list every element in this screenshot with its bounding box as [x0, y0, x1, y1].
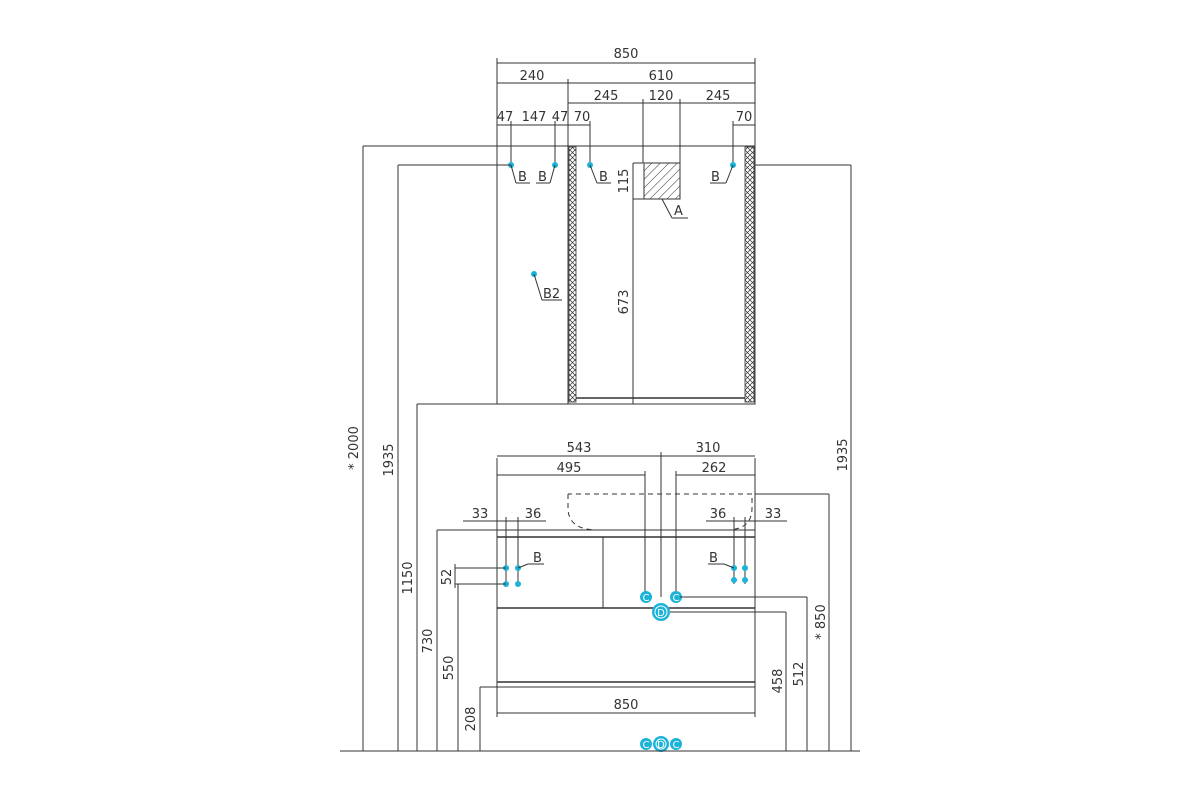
legend-c-right-text: C	[673, 740, 680, 751]
dim-310: 310	[696, 441, 721, 456]
dim-1150: 1150	[401, 561, 416, 594]
dim-47-a: 47	[497, 110, 514, 125]
left-height-dimensions: * 2000 1935 1150 730 550 208	[347, 145, 511, 751]
dim-673: 673	[617, 290, 632, 315]
label-vb-right: B	[709, 551, 718, 566]
dim-1935-right: 1935	[836, 438, 851, 471]
dim-245-right: 245	[706, 89, 731, 104]
vanity-top-dimensions: 543 310 495 262 33 36 36 33	[463, 441, 787, 597]
label-a: A	[674, 204, 683, 219]
mirror-b-markers: B B B B B2	[508, 162, 736, 302]
marker-vb-4	[515, 581, 521, 587]
dim-36-right: 36	[710, 507, 727, 522]
floor-legend: C D C	[640, 736, 682, 752]
cd-markers: C C D	[640, 591, 682, 621]
dim-512: 512	[792, 662, 807, 687]
right-height-dimensions: 1935 * 850 512 458	[670, 164, 852, 751]
legend-d	[653, 736, 669, 752]
label-d: D	[657, 608, 665, 619]
label-b-4: B	[711, 170, 720, 185]
dim-70-right: 70	[736, 110, 753, 125]
dim-33-right: 33	[765, 507, 782, 522]
socket-a	[643, 162, 681, 200]
dim-850-height: * 850	[814, 604, 829, 639]
marker-vb-6	[742, 565, 748, 571]
dim-208: 208	[464, 707, 479, 732]
dim-52: 52	[440, 569, 455, 586]
label-b-2: B	[538, 170, 547, 185]
label-c-left: C	[643, 593, 650, 604]
mirror-cabinet	[496, 145, 756, 405]
dim-495: 495	[557, 461, 582, 476]
label-vb-left: B	[533, 551, 542, 566]
legend-c-left	[640, 738, 652, 750]
dim-550: 550	[442, 656, 457, 681]
dim-47-b: 47	[552, 110, 569, 125]
dim-850-bottom: 850	[614, 698, 639, 713]
vanity-bottom-dimension: 850	[496, 687, 756, 717]
dim-245-left: 245	[594, 89, 619, 104]
dim-458: 458	[771, 669, 786, 694]
label-b-3: B	[599, 170, 608, 185]
dim-262: 262	[702, 461, 727, 476]
legend-c-right	[670, 738, 682, 750]
marker-vb-8	[742, 577, 748, 583]
label-b-1: B	[518, 170, 527, 185]
dim-147: 147	[522, 110, 547, 125]
vanity-b-markers: B B 52	[440, 551, 748, 588]
legend-d-text: D	[657, 740, 665, 751]
dim-610: 610	[649, 69, 674, 84]
label-b2: B2	[543, 287, 560, 302]
marker-c-right	[670, 591, 682, 603]
dim-36-left: 36	[525, 507, 542, 522]
dim-33-left: 33	[472, 507, 489, 522]
dim-70-left: 70	[574, 110, 591, 125]
socket-dimensions: 115 673 A	[617, 162, 688, 404]
legend-c-left-text: C	[643, 740, 650, 751]
marker-c-left	[640, 591, 652, 603]
dim-120: 120	[649, 89, 674, 104]
dim-240: 240	[520, 69, 545, 84]
dim-730: 730	[421, 629, 436, 654]
dim-850-top: 850	[614, 47, 639, 62]
label-c-right: C	[673, 593, 680, 604]
marker-vb-7	[731, 577, 737, 583]
dim-115: 115	[617, 169, 632, 194]
dim-543: 543	[567, 441, 592, 456]
dim-1935-left: 1935	[382, 443, 397, 476]
vanity-unit	[496, 458, 756, 688]
dim-2000: * 2000	[347, 426, 362, 470]
mirror-top-dimensions: 850 240 610 245 120 245 47 147 47 70 70	[496, 47, 756, 165]
